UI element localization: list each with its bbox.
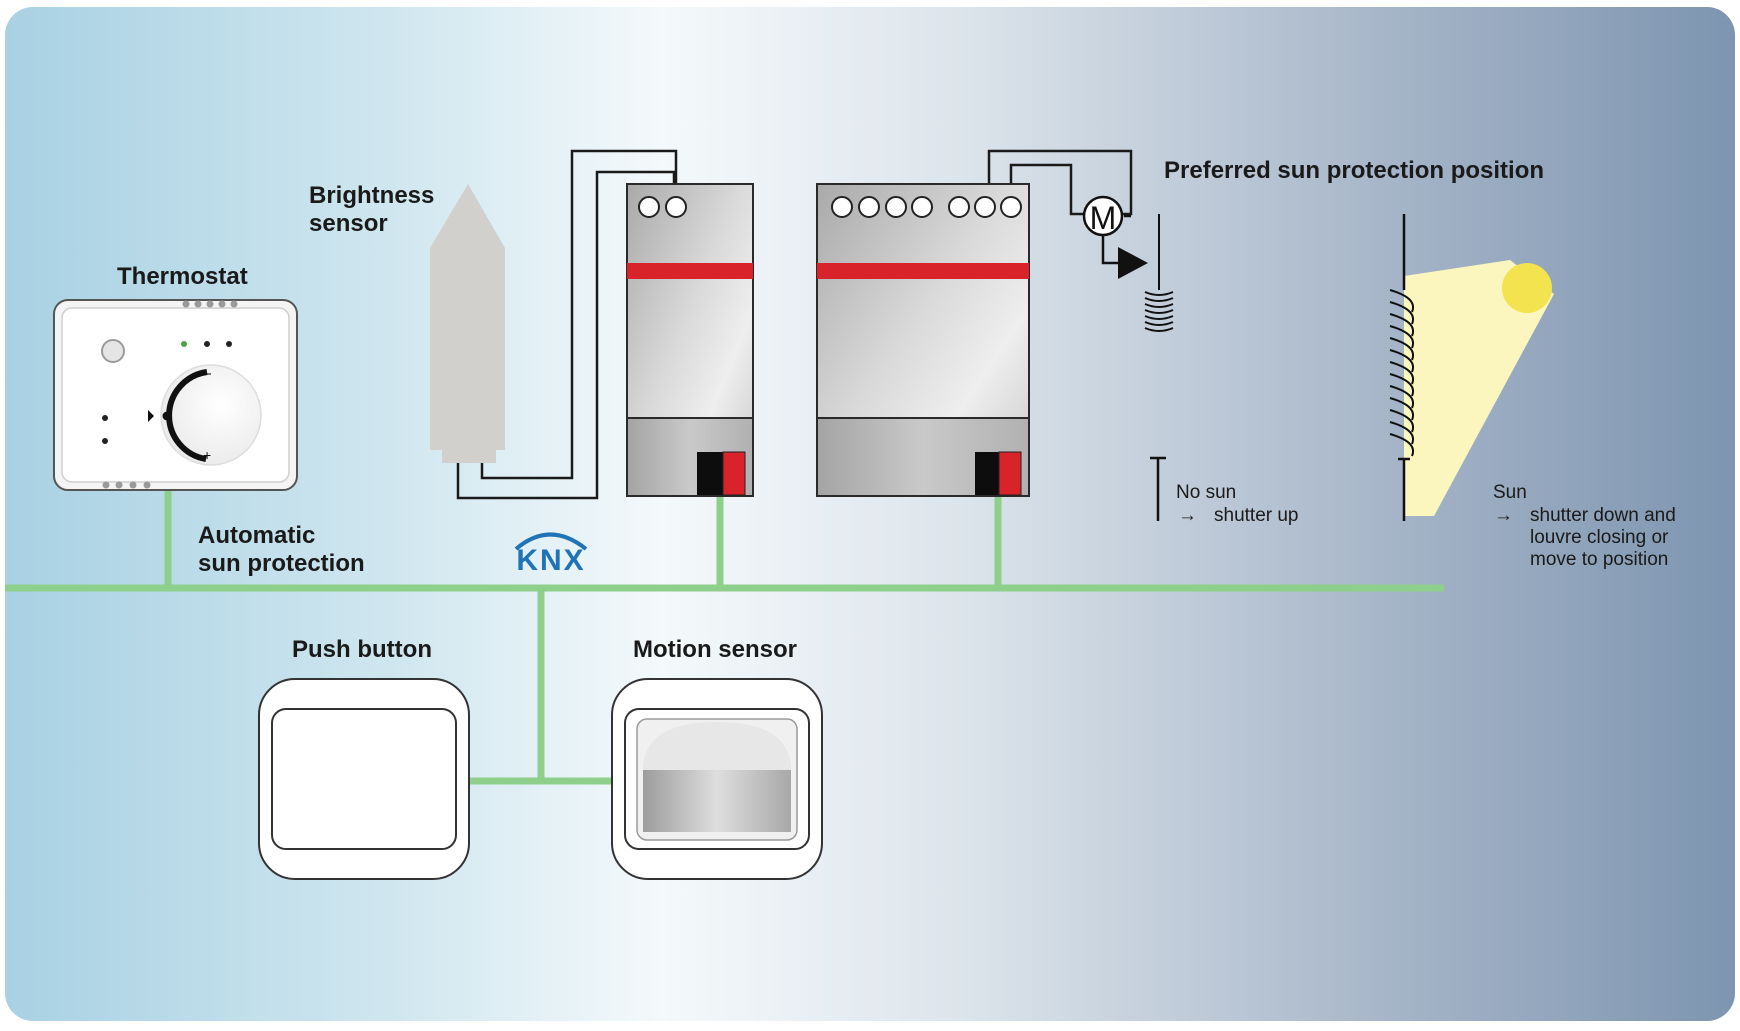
automatic-label-line2: sun protection bbox=[198, 550, 365, 577]
motor-symbol: M bbox=[1090, 200, 1117, 236]
no-sun-action-label: shutter up bbox=[1214, 505, 1299, 526]
shutter-up-symbol bbox=[1144, 214, 1174, 332]
sun-label: Sun bbox=[1493, 482, 1527, 503]
interface-module bbox=[626, 183, 754, 497]
no-sun-arrow: → bbox=[1178, 505, 1197, 526]
no-sun-label: No sun bbox=[1176, 482, 1236, 503]
svg-text:−: − bbox=[203, 366, 212, 383]
knx-logo-text: KNX bbox=[516, 544, 585, 577]
push-button-label: Push button bbox=[292, 636, 432, 663]
sun-arrow: → bbox=[1494, 505, 1513, 526]
brightness-sensor-label-line2: sensor bbox=[309, 210, 388, 237]
knx-logo: KNX bbox=[514, 532, 588, 577]
louvre-slats bbox=[1389, 289, 1414, 457]
sun-action-line1: shutter down and bbox=[1530, 505, 1676, 526]
brightness-sensor-device bbox=[430, 149, 678, 500]
thermostat-label: Thermostat bbox=[117, 263, 248, 290]
motor-assembly bbox=[1082, 195, 1148, 279]
motion-sensor-label: Motion sensor bbox=[633, 636, 797, 663]
push-button-device bbox=[258, 678, 470, 880]
thermostat-device: − + bbox=[53, 299, 298, 491]
brightness-sensor-label-line1: Brightness bbox=[309, 182, 434, 209]
sun-protection-window bbox=[1389, 214, 1554, 521]
motion-sensor-device bbox=[611, 678, 823, 880]
automatic-label-line1: Automatic bbox=[198, 522, 315, 549]
knx-bus bbox=[5, 488, 1444, 785]
shutter-actuator-module bbox=[816, 149, 1133, 497]
window-no-sun-symbol bbox=[1150, 456, 1166, 521]
sun-action-line3: move to position bbox=[1530, 549, 1668, 570]
svg-text:+: + bbox=[203, 447, 211, 463]
sun-action-line2: louvre closing or bbox=[1530, 527, 1669, 548]
preferred-position-heading: Preferred sun protection position bbox=[1164, 157, 1544, 184]
